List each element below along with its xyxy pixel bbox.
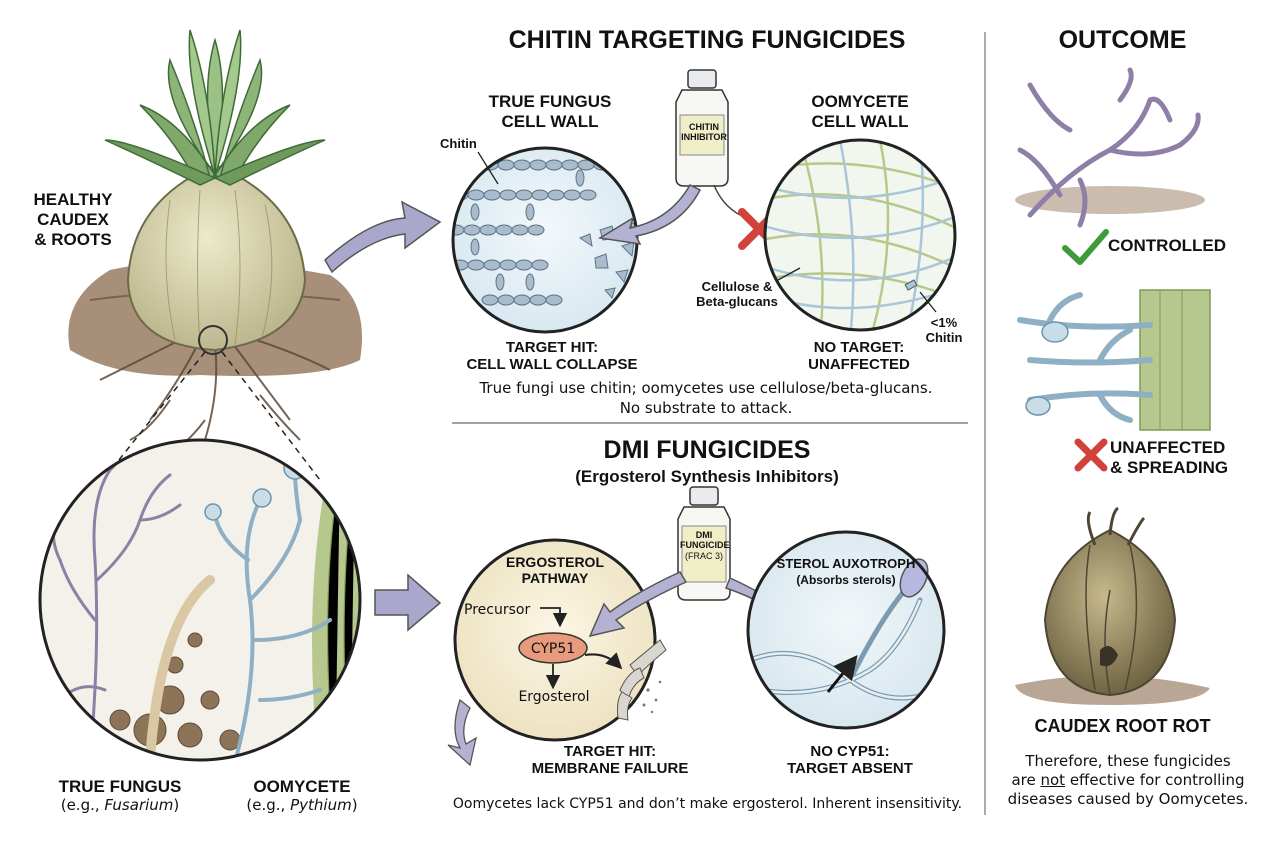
chitin-note-line1: True fungi use chitin; oomycetes use cel… (479, 379, 933, 397)
arrow-chitin-miss (713, 184, 741, 216)
chitin-bottle-line1: CHITIN (689, 122, 719, 132)
true-fungus-title: TRUE FUNGUS (58, 777, 182, 796)
root-rot-label: CAUDEX ROOT ROT (1034, 716, 1211, 736)
controlled-hyphae-illustration (1015, 67, 1205, 265)
chitin-miss-line1: NO TARGET: (813, 339, 905, 356)
chitin-hit-line1: TARGET HIT: (505, 339, 599, 356)
outcome-title: OUTCOME (1058, 26, 1187, 54)
chitin-inhibitor-bottle (675, 69, 729, 187)
dmi-fungicide-bottle (677, 486, 731, 601)
oomycete-title: OOMYCETE (253, 777, 351, 796)
pythium-name: Pythium (290, 795, 352, 814)
trace-line1: <1% (930, 315, 958, 330)
dmi-hit-line1: TARGET HIT: (563, 743, 657, 760)
dmi-bottle-label: DMI FUNGICIDE (FRAC 3) (680, 530, 730, 561)
arrow-to-dmi (374, 573, 442, 632)
chitin-miss-label: NO TARGET: UNAFFECTED (784, 339, 934, 374)
arrow-chitin-hit (597, 184, 702, 245)
unaffected-line1: UNAFFECTED (1110, 438, 1226, 457)
precursor-label: Precursor (464, 602, 531, 618)
dmi-miss-label: NO CYP51: TARGET ABSENT (780, 743, 920, 778)
cellulose-line1: Cellulose & (701, 279, 773, 294)
arrow-to-chitin (324, 200, 442, 274)
check-icon (1062, 229, 1109, 265)
chitin-bottle-line2: INHIBITOR (681, 132, 727, 143)
oomycete-wall-label: OOMYCETE CELL WALL (780, 92, 940, 131)
dmi-section-title: DMI FUNGICIDES (603, 436, 811, 464)
tf-wall-line1: TRUE FUNGUS (488, 92, 612, 111)
rotten-caudex-illustration (1015, 506, 1210, 705)
conclusion-not: not (1040, 770, 1066, 789)
dmi-bottle-line3: (FRAC 3) (685, 550, 723, 561)
conclusion-text: Therefore, these fungicides are not effe… (998, 752, 1258, 808)
chitin-miss-line2: UNAFFECTED (808, 356, 910, 374)
root-zoom-circle (38, 438, 362, 762)
chitin-bottle-label: CHITIN INHIBITOR (680, 122, 728, 143)
fusarium-name: Fusarium (104, 795, 174, 814)
sterol-auxotroph-circle (746, 530, 946, 730)
conclusion-line3: diseases caused by Oomycetes. (1007, 789, 1249, 808)
spreading-oomycete-illustration (1017, 289, 1211, 472)
dmi-bottle-line2: FUNGICIDE (680, 540, 730, 551)
unaffected-label: UNAFFECTED & SPREADING (1110, 438, 1240, 477)
red-x-outcome-icon (1074, 438, 1108, 472)
conclusion-line2: are not effective for controlling (1011, 770, 1245, 789)
controlled-label: CONTROLLED (1108, 236, 1227, 255)
chitin-section-title: CHITIN TARGETING FUNGICIDES (508, 26, 906, 54)
chitin-annotation: Chitin (440, 136, 477, 151)
dmi-miss-line2: TARGET ABSENT (787, 760, 913, 778)
tf-wall-line2: CELL WALL (501, 111, 599, 131)
oomycete-caption: OOMYCETE (e.g., Pythium) (222, 777, 382, 814)
arrow-dmi-hit (588, 571, 688, 638)
plant-label-line2: CAUDEX (37, 210, 109, 230)
pathway-title: ERGOSTEROL PATHWAY (495, 554, 615, 586)
ergosterol-label: Ergosterol (518, 689, 590, 705)
dmi-miss-line1: NO CYP51: (810, 743, 890, 760)
trace-chitin-annotation: <1% Chitin (920, 315, 968, 346)
chitin-hit-label: TARGET HIT: CELL WALL COLLAPSE (462, 339, 642, 374)
chitin-note-line2: No substrate to attack. (619, 398, 793, 417)
cyp51-label: CYP51 (530, 641, 576, 657)
conclusion-line1: Therefore, these fungicides (1025, 752, 1231, 770)
healthy-caudex-illustration (68, 29, 362, 491)
ergosterol-pathway-circle (447, 538, 667, 767)
oomycete-example: (e.g., Pythium) (246, 795, 358, 814)
oomycete-wall-circle (763, 138, 957, 332)
dmi-note: Oomycetes lack CYP51 and don’t make ergo… (452, 796, 963, 812)
chitin-hit-line2: CELL WALL COLLAPSE (466, 356, 638, 374)
oom-wall-line1: OOMYCETE (811, 92, 909, 111)
pathway-title-line2: PATHWAY (521, 570, 589, 587)
healthy-caudex-label: HEALTHY CAUDEX & ROOTS (18, 190, 128, 250)
plant-label-line3: & ROOTS (34, 230, 112, 250)
dmi-bottle-line1: DMI (695, 530, 713, 540)
true-fungus-wall-label: TRUE FUNGUS CELL WALL (470, 92, 630, 131)
auxotroph-title: STEROL AUXOTROPH (776, 556, 916, 571)
cellulose-annotation: Cellulose & Beta-glucans (682, 279, 792, 310)
true-fungus-caption: TRUE FUNGUS (e.g., Fusarium) (40, 777, 200, 814)
auxotroph-subtitle: (Absorbs sterols) (796, 573, 896, 587)
dmi-hit-label: TARGET HIT: MEMBRANE FAILURE (520, 743, 700, 778)
dmi-section-subtitle: (Ergosterol Synthesis Inhibitors) (575, 467, 839, 486)
unaffected-line2: & SPREADING (1110, 457, 1229, 477)
oom-wall-line2: CELL WALL (811, 111, 909, 131)
true-fungus-example: (e.g., Fusarium) (60, 795, 180, 814)
cellulose-line2: Beta-glucans (696, 293, 778, 309)
chitin-note: True fungi use chitin; oomycetes use cel… (456, 379, 956, 418)
plant-label-line1: HEALTHY (33, 190, 113, 209)
trace-line2: Chitin (925, 329, 963, 345)
pathway-title-line1: ERGOSTEROL (505, 554, 604, 570)
dmi-hit-line2: MEMBRANE FAILURE (531, 760, 689, 778)
